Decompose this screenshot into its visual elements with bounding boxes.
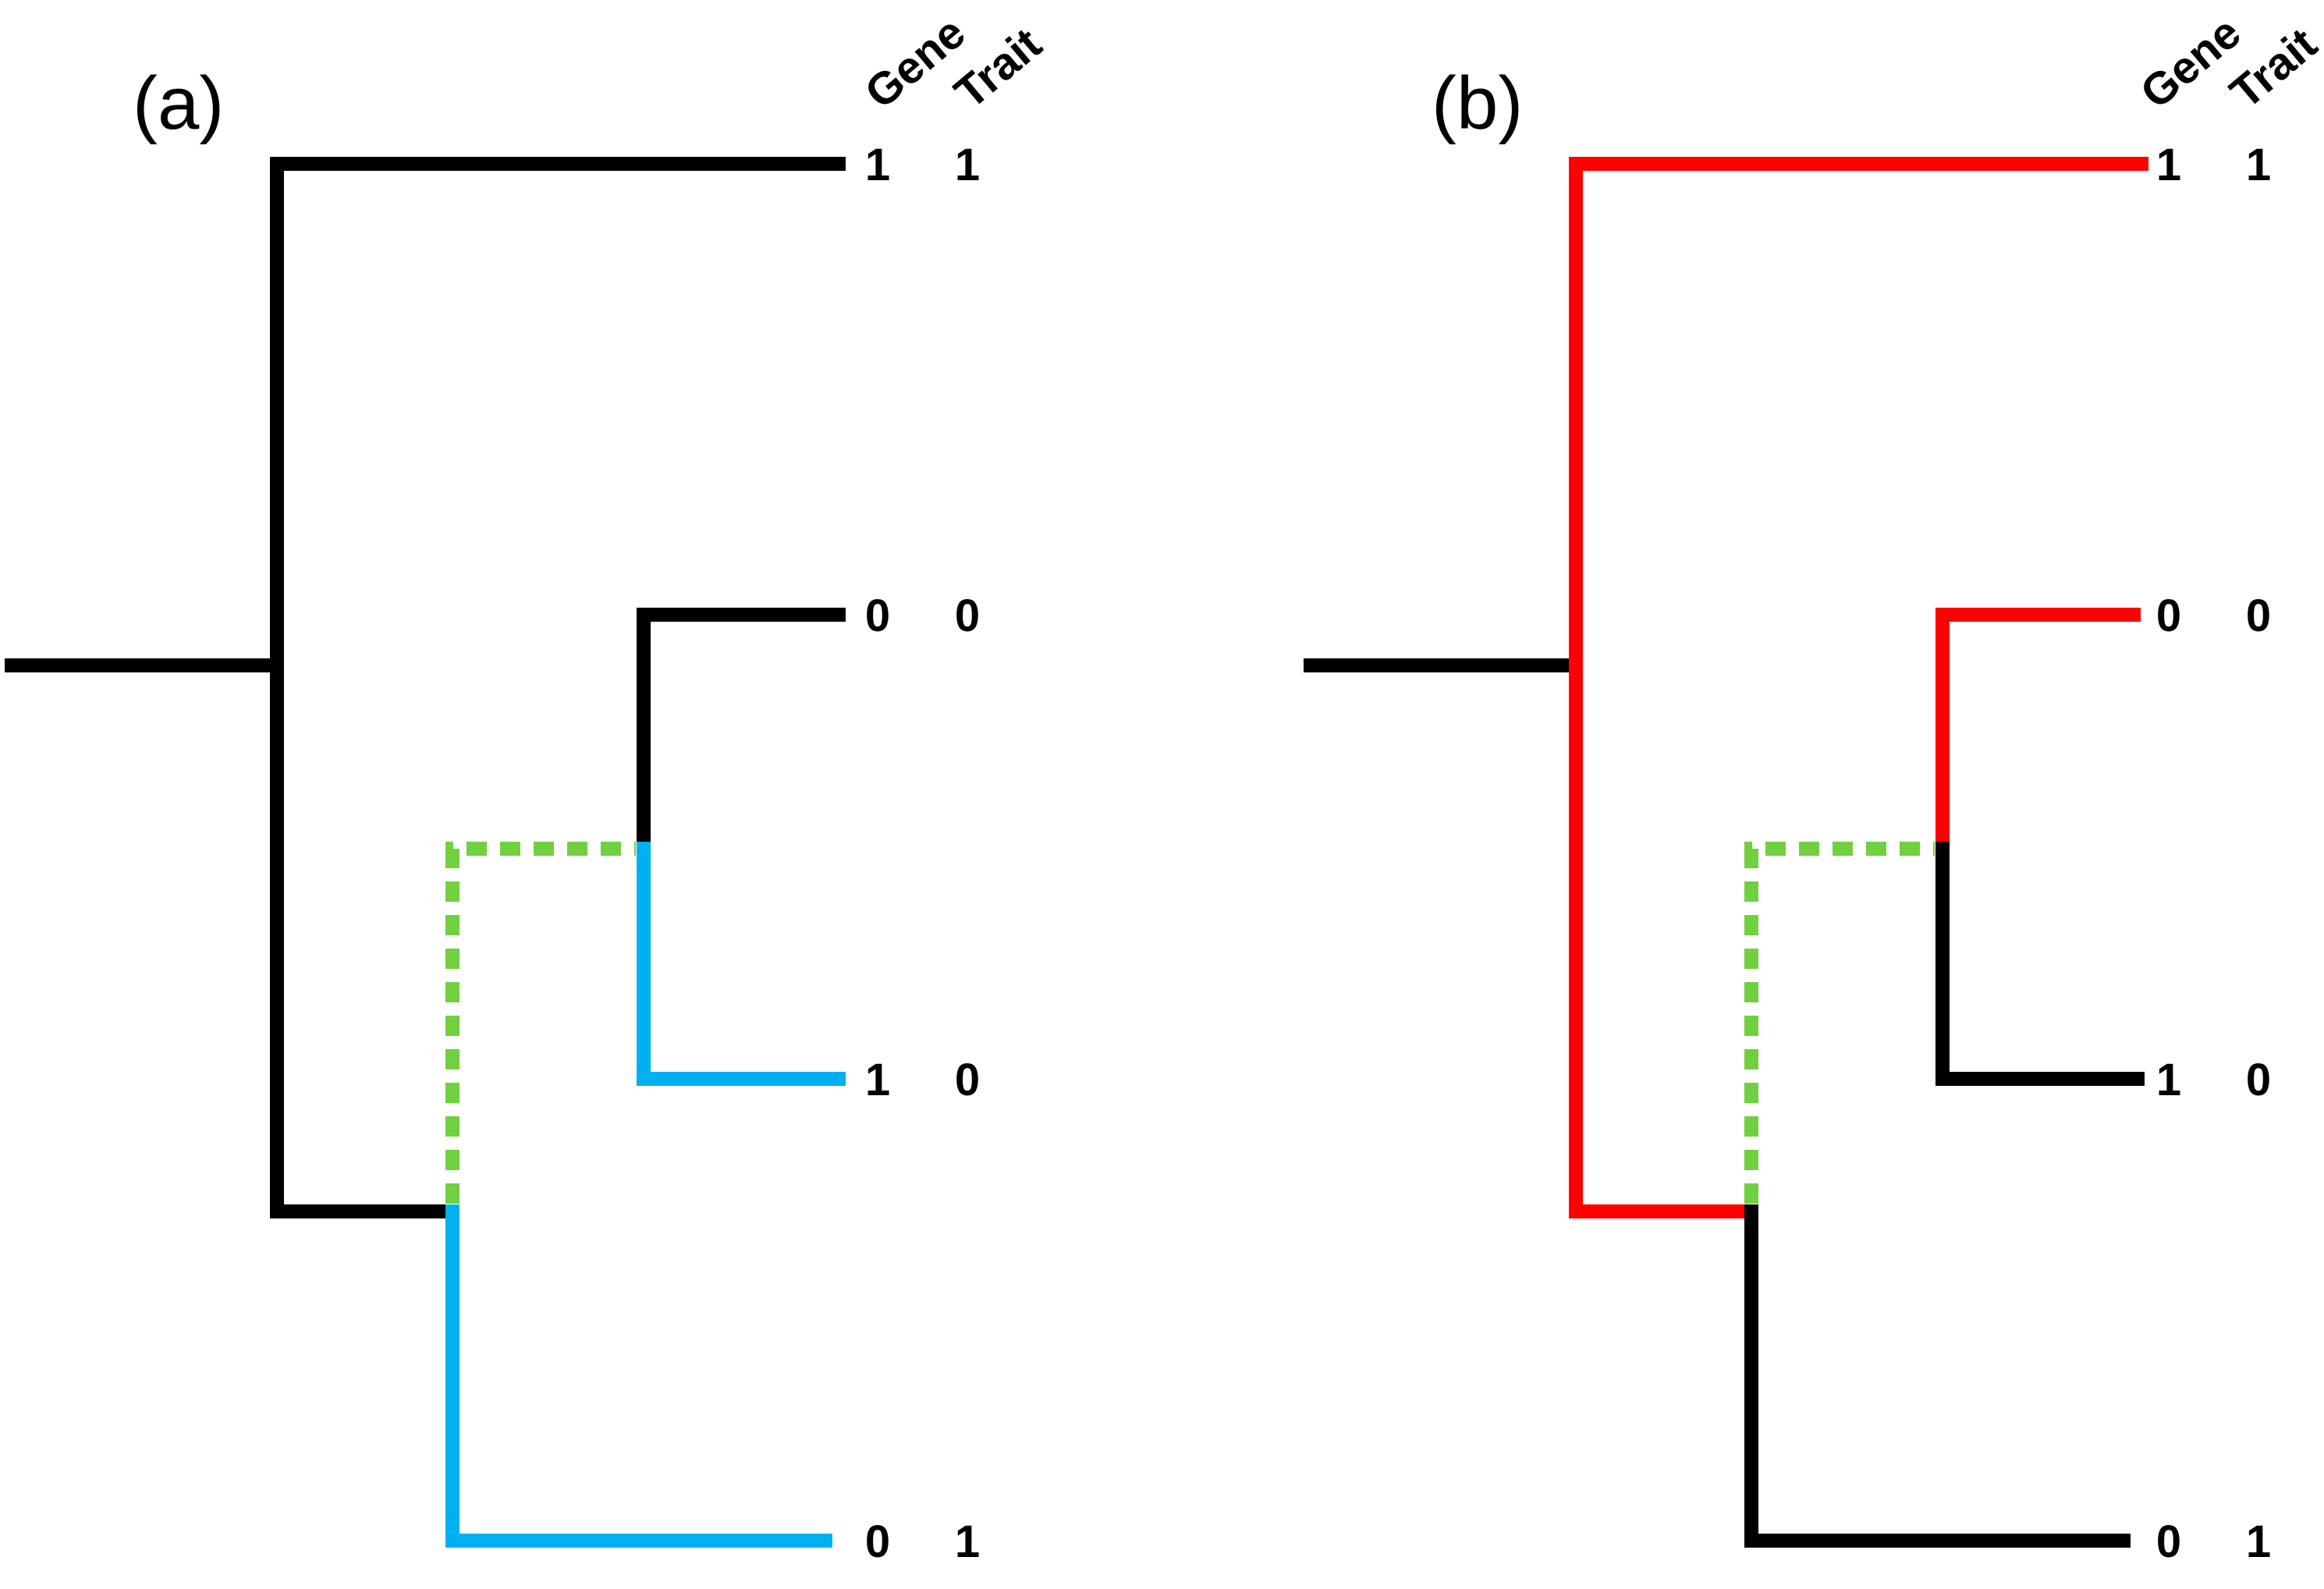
tip-2-gene-value: 0 — [2156, 591, 2181, 641]
tip-4-gene-value: 0 — [2156, 1516, 2181, 1567]
tip-1-trait-value: 1 — [955, 140, 980, 190]
tip-1-gene-value: 1 — [865, 140, 890, 190]
gene-column-header: Gene — [856, 7, 975, 119]
tip-3-trait-value: 0 — [955, 1055, 980, 1105]
panel-label-b: (b) — [1432, 62, 1523, 145]
tip-4-trait-value: 1 — [955, 1516, 980, 1567]
tip-2-trait-value: 0 — [2246, 591, 2271, 641]
transfer-dashed-line — [445, 842, 636, 1204]
tip-3-gene-value: 1 — [865, 1055, 890, 1105]
tip-4-gene-value: 0 — [865, 1516, 890, 1567]
tip-2-trait-value: 0 — [955, 591, 980, 641]
tip-2-gene-value: 0 — [865, 591, 890, 641]
panel-label-a: (a) — [133, 62, 224, 145]
transfer-dashed-line — [1744, 842, 1935, 1204]
tip-4-trait-value: 1 — [2246, 1516, 2271, 1567]
tip-3-gene-value: 1 — [2156, 1055, 2181, 1105]
tip-1-trait-value: 1 — [2246, 140, 2271, 190]
tip-1-gene-value: 1 — [2156, 140, 2181, 190]
tip-3-trait-value: 0 — [2246, 1055, 2271, 1105]
gene-column-header: Gene — [2131, 7, 2251, 119]
